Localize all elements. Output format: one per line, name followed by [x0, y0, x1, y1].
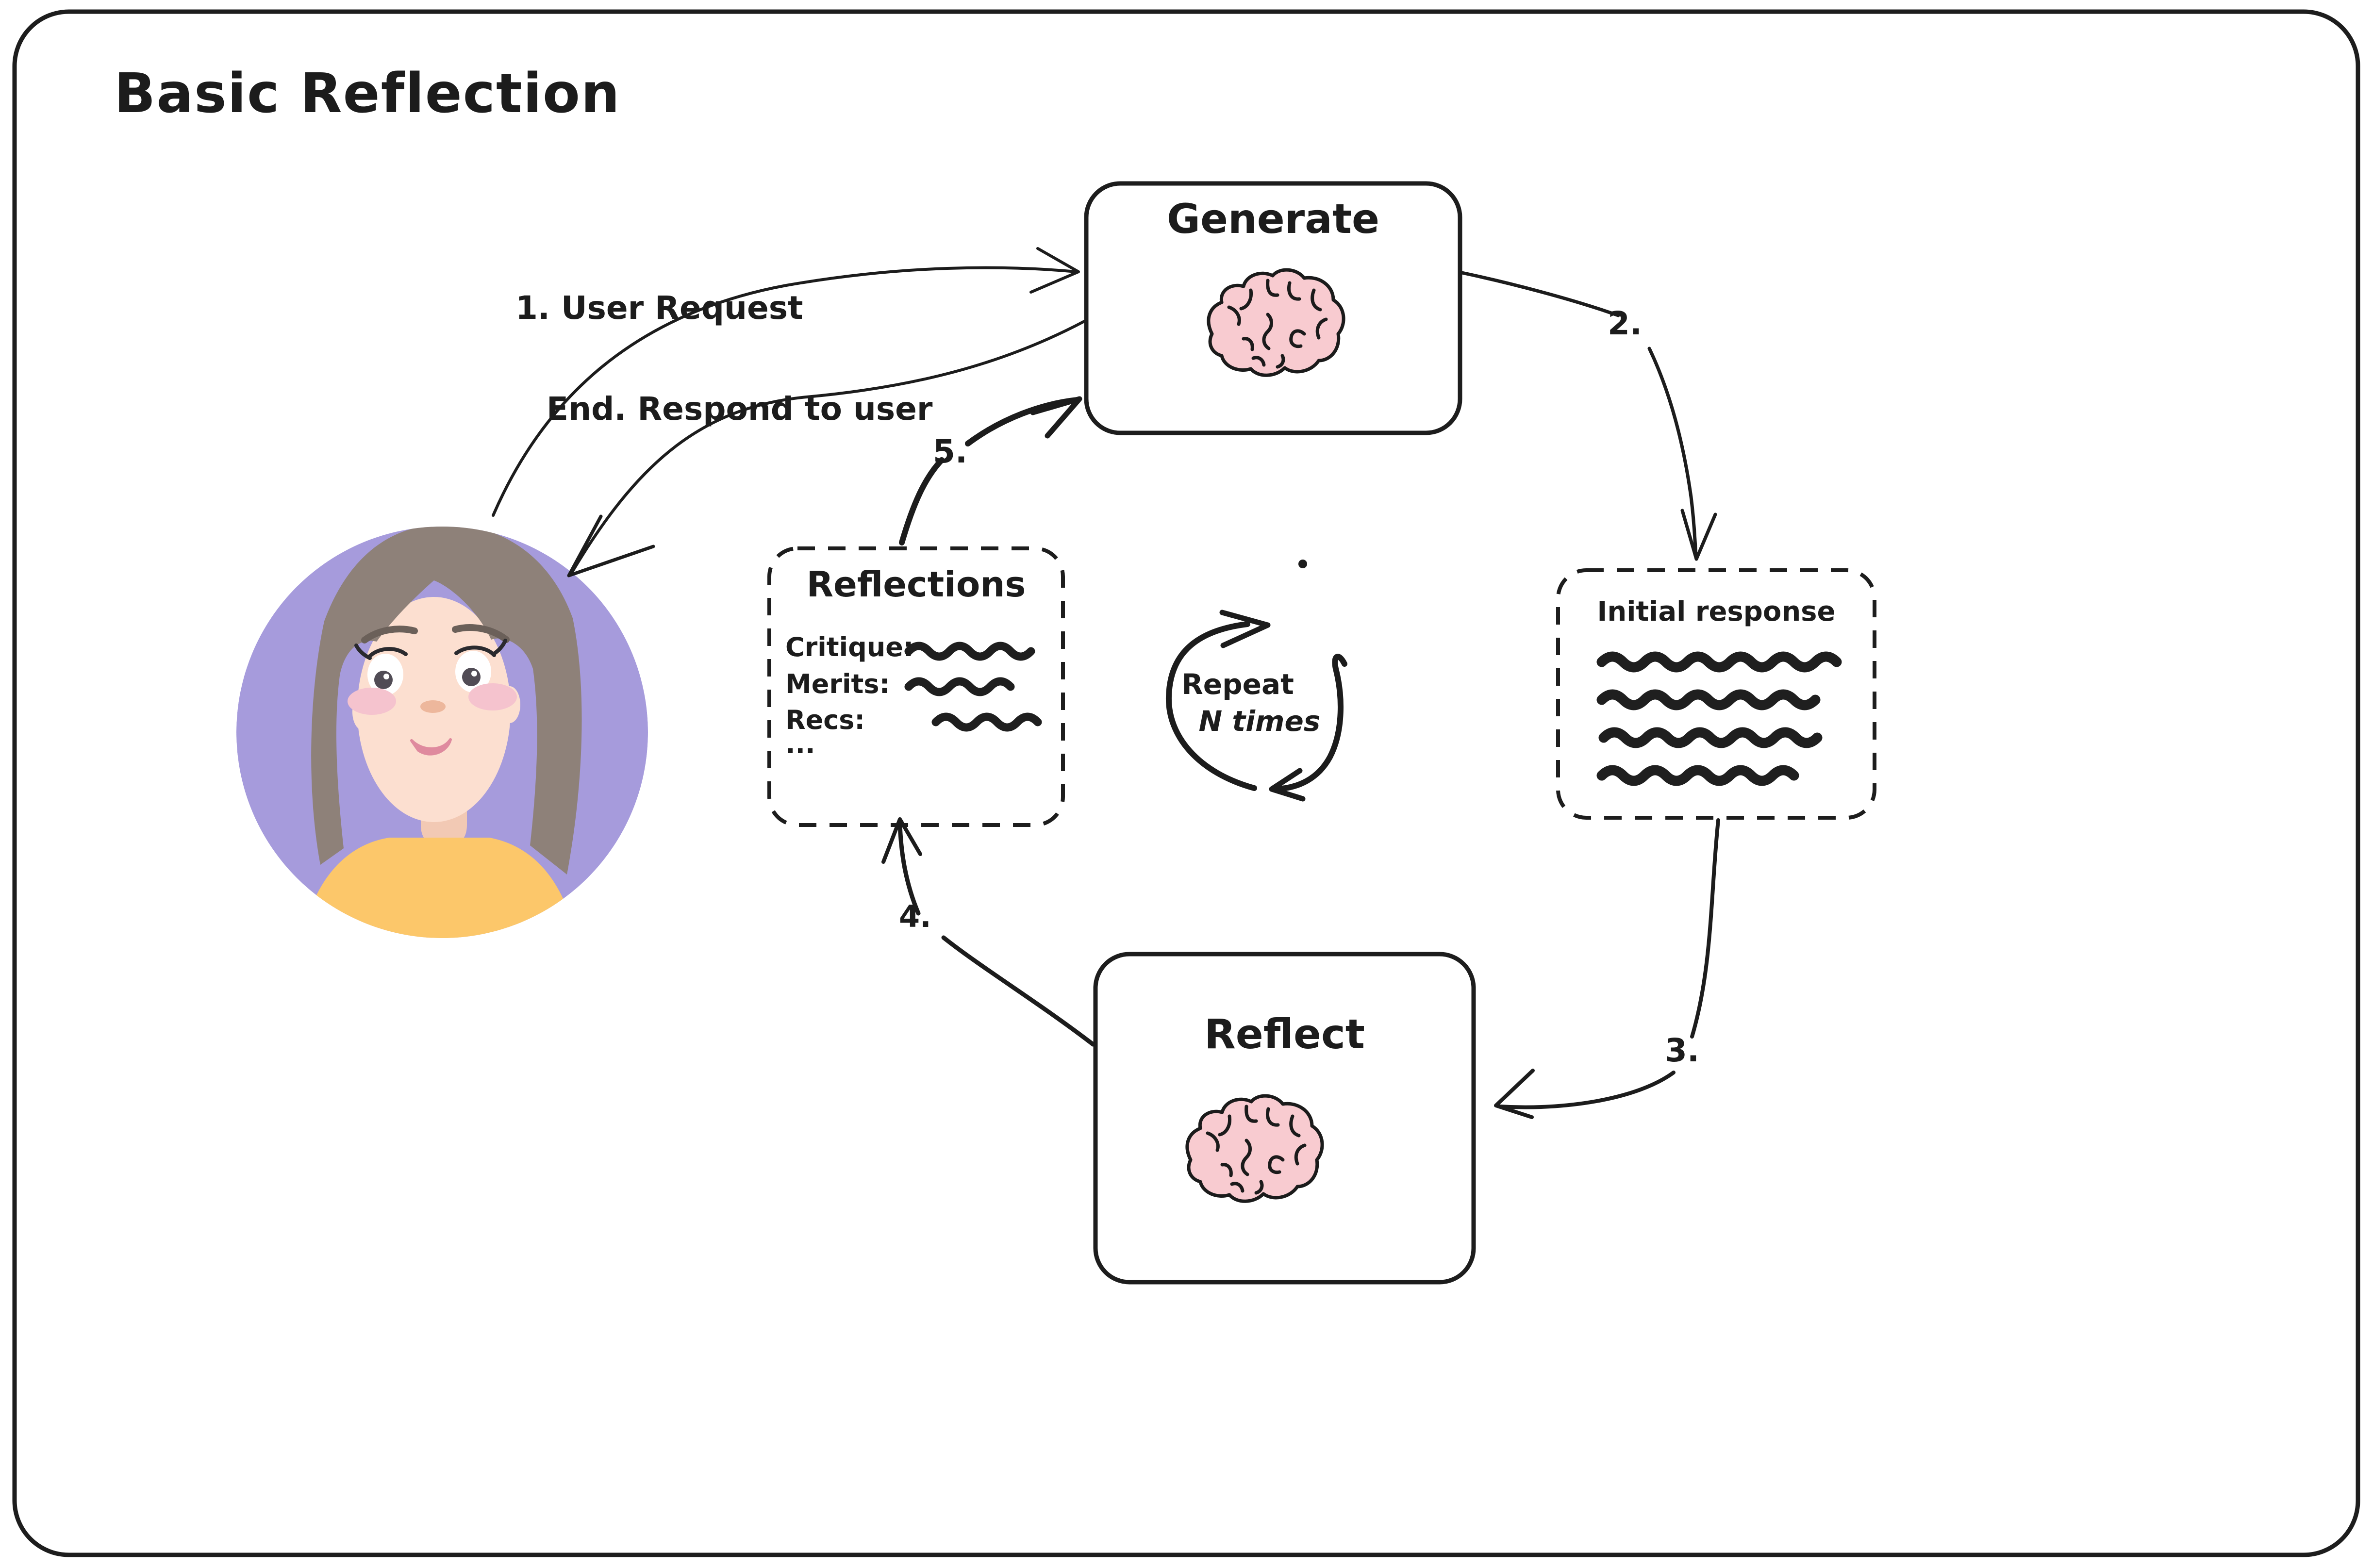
repeat-cycle-left-arc [1165, 621, 1257, 791]
avatar-eyebrows [361, 624, 510, 644]
arrow-respond-to-user-head [567, 514, 655, 578]
avatar-hair [311, 527, 582, 875]
arrow-step4 [897, 821, 1095, 1047]
loop-label-repeat: Repeat [1181, 668, 1294, 701]
avatar-mouth [410, 738, 452, 756]
arrow-user-request-head [1029, 247, 1080, 294]
reflections-field-recs: Recs: [785, 705, 865, 735]
reflections-field-merits: Merits: [785, 669, 890, 699]
reflections-field-ellipsis: ... [785, 729, 815, 759]
arrow-step2-head [1680, 509, 1717, 561]
arrow-step3-head [1494, 1069, 1535, 1119]
arrow-respond-to-user [570, 320, 1086, 574]
arrow-step5-head [1030, 396, 1082, 439]
avatar-iris-left [374, 671, 393, 689]
arrow-user-request [492, 266, 1078, 517]
cycle-dot [1298, 560, 1307, 568]
avatar-shirt [300, 838, 579, 938]
arrow-step2 [1460, 271, 1698, 558]
scribble-critique [904, 642, 1035, 661]
reflect-brain-icon [1187, 1096, 1322, 1201]
user-avatar [236, 527, 648, 938]
avatar-eye-highlight-left [383, 674, 389, 679]
avatar-iris-right [462, 668, 481, 686]
avatar-blush-right [468, 683, 517, 710]
avatar-eyelashes [354, 639, 507, 660]
edge-label-respond-to-user: End. Respond to user [547, 390, 933, 428]
generate-brain-icon [1209, 270, 1344, 375]
scribble-response-2 [1596, 689, 1821, 710]
node-generate-label: Generate [1167, 195, 1379, 243]
reflections-field-critique: Critique: [785, 632, 914, 662]
scribble-response-3 [1598, 727, 1823, 748]
edge-label-user-request: 1. User Request [515, 289, 803, 327]
arrow-step4-head [881, 817, 922, 864]
repeat-cycle-right-arc-head [1269, 768, 1306, 802]
edge-label-step2: 2. [1608, 305, 1642, 342]
loop-label-n-times: N times [1198, 705, 1321, 738]
arrow-step3 [1498, 818, 1720, 1109]
edge-label-step3: 3. [1665, 1032, 1699, 1069]
scribble-recs [931, 712, 1042, 732]
page-title: Basic Reflection [114, 62, 621, 125]
node-reflections-label: Reflections [806, 564, 1026, 605]
avatar-eye-highlight-right [471, 671, 477, 677]
node-reflections-box [767, 546, 1065, 827]
node-initial-response-box [1556, 568, 1876, 820]
node-reflect-label: Reflect [1204, 1010, 1365, 1058]
node-initial-response-label: Initial response [1597, 596, 1836, 627]
avatar-nose [420, 700, 446, 713]
scribble-merits [904, 677, 1015, 696]
repeat-cycle-left-arc-head [1219, 610, 1271, 648]
edge-label-step4: 4. [899, 899, 931, 934]
scribble-response-4 [1596, 765, 1799, 786]
edge-label-step5: 5. [933, 433, 967, 470]
page-frame [12, 9, 2360, 1557]
repeat-cycle-right-arc [1273, 654, 1347, 792]
scribble-response-1 [1596, 651, 1842, 673]
avatar-blush-left [348, 688, 396, 715]
